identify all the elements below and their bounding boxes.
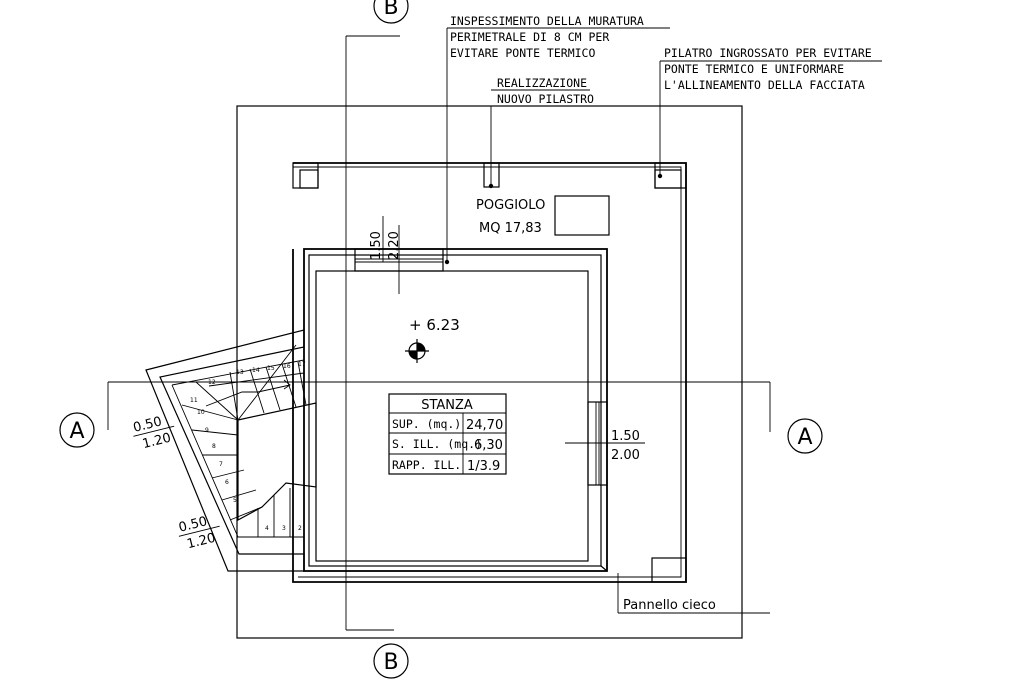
elevation-target-icon: [405, 339, 429, 363]
stair-dim-upper-b: 1.20: [141, 431, 173, 453]
room-row-value: 6,30: [474, 438, 503, 453]
section-line-a: [107, 381, 771, 432]
window-right: [565, 401, 645, 486]
balcony-fixture: [554, 195, 610, 236]
room-row-label: S. ILL. (mq.): [392, 437, 482, 451]
section-a-left-label: A: [69, 419, 84, 444]
step-number: 14: [252, 367, 260, 374]
window-right-width: 1.50: [611, 429, 640, 444]
step-number: 12: [208, 379, 216, 386]
step-number: 17: [298, 361, 306, 368]
room-title: STANZA: [421, 398, 473, 413]
note-pilastro: REALIZZAZIONE NUOVO PILASTRO: [488, 76, 605, 189]
note-pilastro-line: REALIZZAZIONE: [497, 76, 587, 90]
step-number: 13: [236, 369, 244, 376]
window-top: [354, 225, 444, 294]
note-murature-line: EVITARE PONTE TERMICO: [450, 46, 595, 60]
stair-dim-lower-b: 1.20: [185, 531, 217, 553]
note-ingrossato: PILATRO INGROSSATO PER EVITARE PONTE TER…: [657, 46, 882, 179]
note-murature: INSPESSIMENTO DELLA MURATURA PERIMETRALE…: [444, 14, 670, 265]
note-pannello: Pannello cieco: [617, 573, 770, 614]
step-number: 6: [225, 479, 229, 486]
balcony-name: POGGIOLO: [476, 198, 545, 213]
step-number: 7: [219, 461, 223, 468]
step-number: 10: [197, 409, 205, 416]
elevation-label: + 6.23: [409, 316, 460, 334]
step-number: 3: [282, 525, 286, 532]
room-row-value: 1/3.9: [467, 459, 500, 474]
window-top-dimensions: 1.50 2.20: [369, 216, 402, 262]
note-ingrossato-line: PONTE TERMICO E UNIFORMARE: [664, 62, 844, 76]
balcony-outline: [292, 162, 687, 583]
section-marker-b-top: B: [373, 0, 409, 24]
stair: [145, 329, 317, 572]
balcony-area: MQ 17,83: [479, 221, 542, 236]
room-row-label: SUP. (mq.): [392, 417, 461, 431]
step-number: 8: [212, 443, 216, 450]
note-murature-line: INSPESSIMENTO DELLA MURATURA: [450, 14, 644, 28]
section-marker-a-right: A: [787, 418, 823, 454]
step-number: 2: [298, 525, 302, 532]
site-boundary: [236, 105, 743, 639]
section-line-b: [345, 35, 400, 631]
window-top-height: 2.20: [387, 231, 402, 260]
note-ingrossato-line: L'ALLINEAMENTO DELLA FACCIATA: [664, 78, 865, 92]
section-b-top-label: B: [383, 0, 398, 20]
step-number: 15: [267, 365, 275, 372]
section-marker-b-bottom: B: [373, 643, 409, 679]
window-top-width: 1.50: [369, 231, 384, 260]
room-table: STANZA SUP. (mq.) 24,70 S. ILL. (mq.) 6,…: [388, 393, 507, 475]
note-murature-line: PERIMETRALE DI 8 CM PER: [450, 30, 609, 44]
room-row-label: RAPP. ILL.: [392, 458, 461, 472]
window-right-height: 2.00: [611, 448, 640, 463]
section-marker-a-left: A: [59, 412, 95, 448]
step-number: 11: [190, 397, 198, 404]
note-pilastro-line: NUOVO PILASTRO: [497, 92, 594, 106]
note-pannello-label: Pannello cieco: [623, 598, 716, 613]
section-a-right-label: A: [797, 425, 812, 450]
note-ingrossato-line: PILATRO INGROSSATO PER EVITARE: [664, 46, 872, 60]
step-number: 16: [283, 363, 291, 370]
step-number: 4: [265, 525, 269, 532]
step-numbers: 2 3 4 5 6 7 8 9 10 11 12 13 14 15 16 17: [190, 361, 306, 532]
step-number: 9: [205, 427, 209, 434]
step-number: 5: [233, 497, 237, 504]
stair-dimensions: 0.50 1.20 0.50 1.20: [132, 414, 220, 553]
section-b-bottom-label: B: [383, 650, 398, 675]
window-right-dimensions: 1.50 2.00: [611, 429, 640, 463]
room-row-value: 24,70: [466, 418, 503, 433]
